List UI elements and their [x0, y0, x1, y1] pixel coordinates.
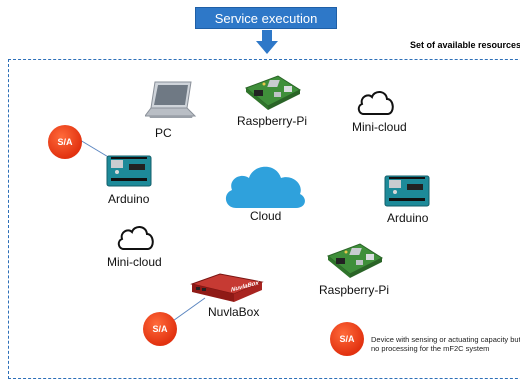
- arduino-board-icon: [384, 175, 430, 207]
- arduino-right-label: Arduino: [387, 211, 429, 225]
- cloud-label: Cloud: [250, 209, 282, 223]
- raspberry-pi-icon: [245, 75, 302, 110]
- sa-badge-top: S/A: [48, 125, 82, 159]
- sa-badge-bottom: S/A: [143, 312, 177, 346]
- pc-label: PC: [155, 126, 172, 140]
- raspberry-pi-bottom-label: Raspberry-Pi: [319, 283, 390, 297]
- laptop-icon: [145, 81, 197, 118]
- raspberry-pi-icon: [327, 243, 384, 278]
- arduino-board-icon: [106, 155, 152, 187]
- arduino-left-label: Arduino: [108, 192, 150, 206]
- mini-cloud-outline-icon: [357, 91, 394, 115]
- mini-cloud-outline-icon: [117, 226, 154, 250]
- down-arrow-icon: [256, 30, 278, 54]
- legend-description: Device with sensing or actuating capacit…: [371, 335, 520, 353]
- nuvlabox-label: NuvlaBox: [208, 305, 260, 319]
- resources-heading: Set of available resources: [410, 40, 520, 50]
- legend-sa-badge: S/A: [330, 322, 364, 356]
- mini-cloud-left-label: Mini-cloud: [107, 255, 162, 269]
- raspberry-pi-top-label: Raspberry-Pi: [237, 114, 308, 128]
- nuvlabox-device-icon: [190, 273, 264, 302]
- service-execution-box: Service execution: [195, 7, 337, 29]
- mini-cloud-top-label: Mini-cloud: [352, 120, 407, 134]
- cloud-icon: [225, 166, 305, 208]
